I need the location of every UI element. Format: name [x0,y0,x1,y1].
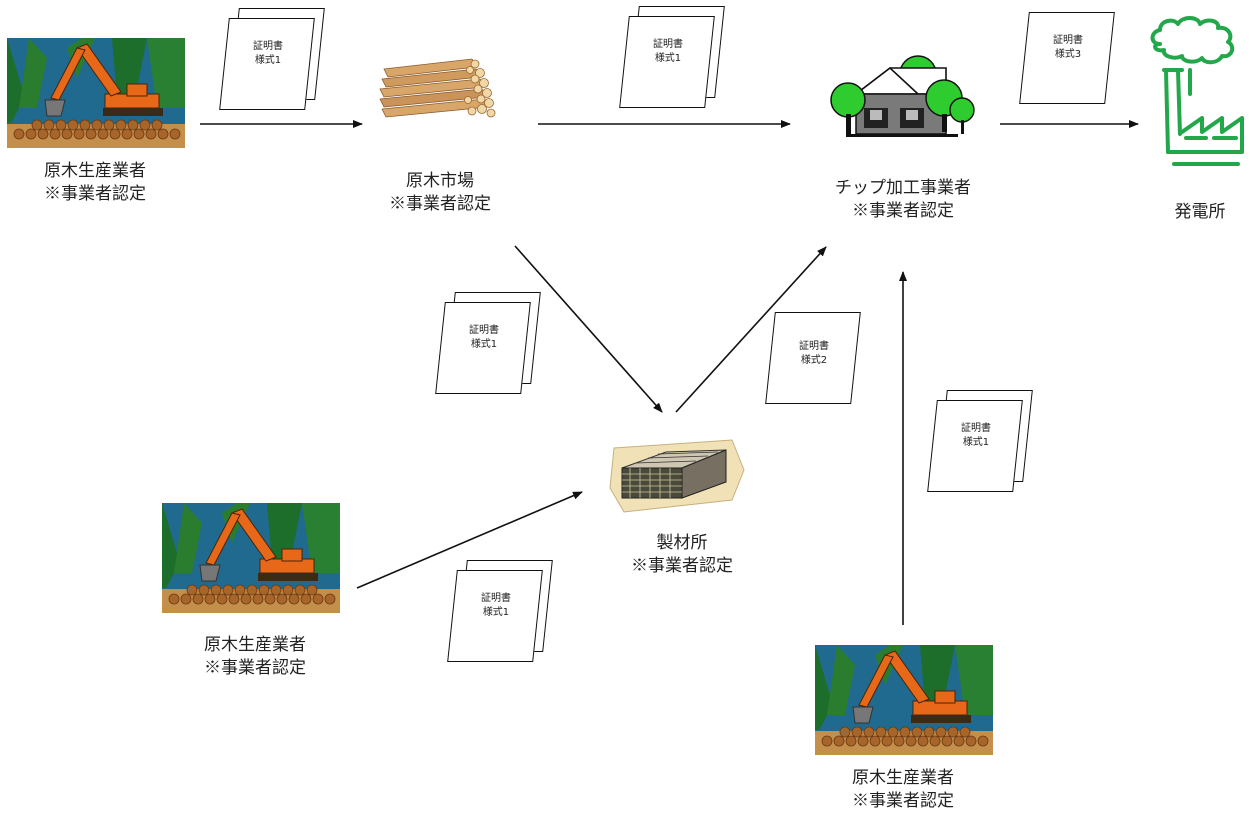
node-name: チップ加工事業者 [835,178,971,198]
chip-processor-label: チップ加工事業者 ※事業者認定 [818,177,988,223]
certification-note: ※事業者認定 [389,194,491,214]
node-name: 原木生産業者 [204,635,306,655]
certificate-text: 証明書 様式1 [466,592,526,620]
node-name: 原木生産業者 [44,161,146,181]
certificate-text: 証明書 様式1 [238,40,298,68]
power-plant [1146,14,1252,182]
certificate-form: 様式1 [654,53,682,64]
certification-note: ※事業者認定 [852,791,954,811]
log-market-label: 原木市場 ※事業者認定 [380,170,500,216]
arrow-market-to-sawmill [514,245,663,413]
sawmill [608,430,748,520]
certificate-form: 様式2 [800,355,828,366]
certificate-producer-to-market: 証明書 様式1 [219,8,325,112]
certificate-text: 証明書 様式1 [946,422,1006,450]
excavator-logging-icon [7,38,185,148]
certificate-form: 様式1 [482,607,510,618]
certification-note: ※事業者認定 [44,184,146,204]
certificate-market-to-sawmill: 証明書 様式1 [435,292,541,396]
node-name: 発電所 [1174,202,1226,222]
node-name: 製材所 [656,533,708,553]
power-plant-icon [1150,16,1244,166]
certificate-title: 証明書 [799,341,829,352]
arrow-producer-to-sawmill [356,491,583,589]
excavator-logging-icon [162,503,340,613]
producer-bottom-right [815,645,993,755]
producer-bottom-right-label: 原木生産業者 ※事業者認定 [828,767,978,813]
arrow-sawmill-to-chip [675,246,827,413]
producer-bottom-left-label: 原木生産業者 ※事業者認定 [180,634,330,680]
certificate-form: 様式1 [254,55,282,66]
chip-plant-icon [830,55,975,137]
lumber-stack-icon [609,439,745,513]
certificate-chip-to-power: 証明書 様式3 [1019,10,1120,114]
excavator-logging-icon [815,645,993,755]
node-name: 原木生産業者 [852,768,954,788]
certificate-text: 証明書 様式2 [784,340,844,368]
certificate-text: 証明書 様式3 [1038,34,1098,62]
certificate-producer-to-sawmill: 証明書 様式1 [447,560,553,664]
certificate-title: 証明書 [469,325,499,336]
certificate-title: 証明書 [253,41,283,52]
certification-note: ※事業者認定 [631,556,733,576]
certificate-form: 様式1 [962,437,990,448]
sawmill-label: 製材所 ※事業者認定 [612,532,752,578]
certificate-title: 証明書 [961,423,991,434]
certificate-form: 様式3 [1054,49,1082,60]
producer-top-left [7,38,185,148]
certificate-producer-to-chip: 証明書 様式1 [927,390,1033,494]
producer-bottom-left [162,503,340,613]
certificate-text: 証明書 様式1 [638,38,698,66]
log-pile-icon [379,58,496,118]
certification-note: ※事業者認定 [852,201,954,221]
certificate-title: 証明書 [481,593,511,604]
certificate-title: 証明書 [1053,35,1083,46]
certificate-form: 様式1 [470,339,498,350]
certification-note: ※事業者認定 [204,658,306,678]
certificate-text: 証明書 様式1 [454,324,514,352]
certificate-title: 証明書 [653,39,683,50]
certificate-sawmill-to-chip: 証明書 様式2 [765,310,868,414]
node-name: 原木市場 [406,171,474,191]
certificate-market-to-chip: 証明書 様式1 [619,6,725,110]
chip-processor [828,54,978,146]
producer-top-left-label: 原木生産業者 ※事業者認定 [20,160,170,206]
power-plant-label: 発電所 [1150,201,1250,224]
log-market [376,55,498,127]
